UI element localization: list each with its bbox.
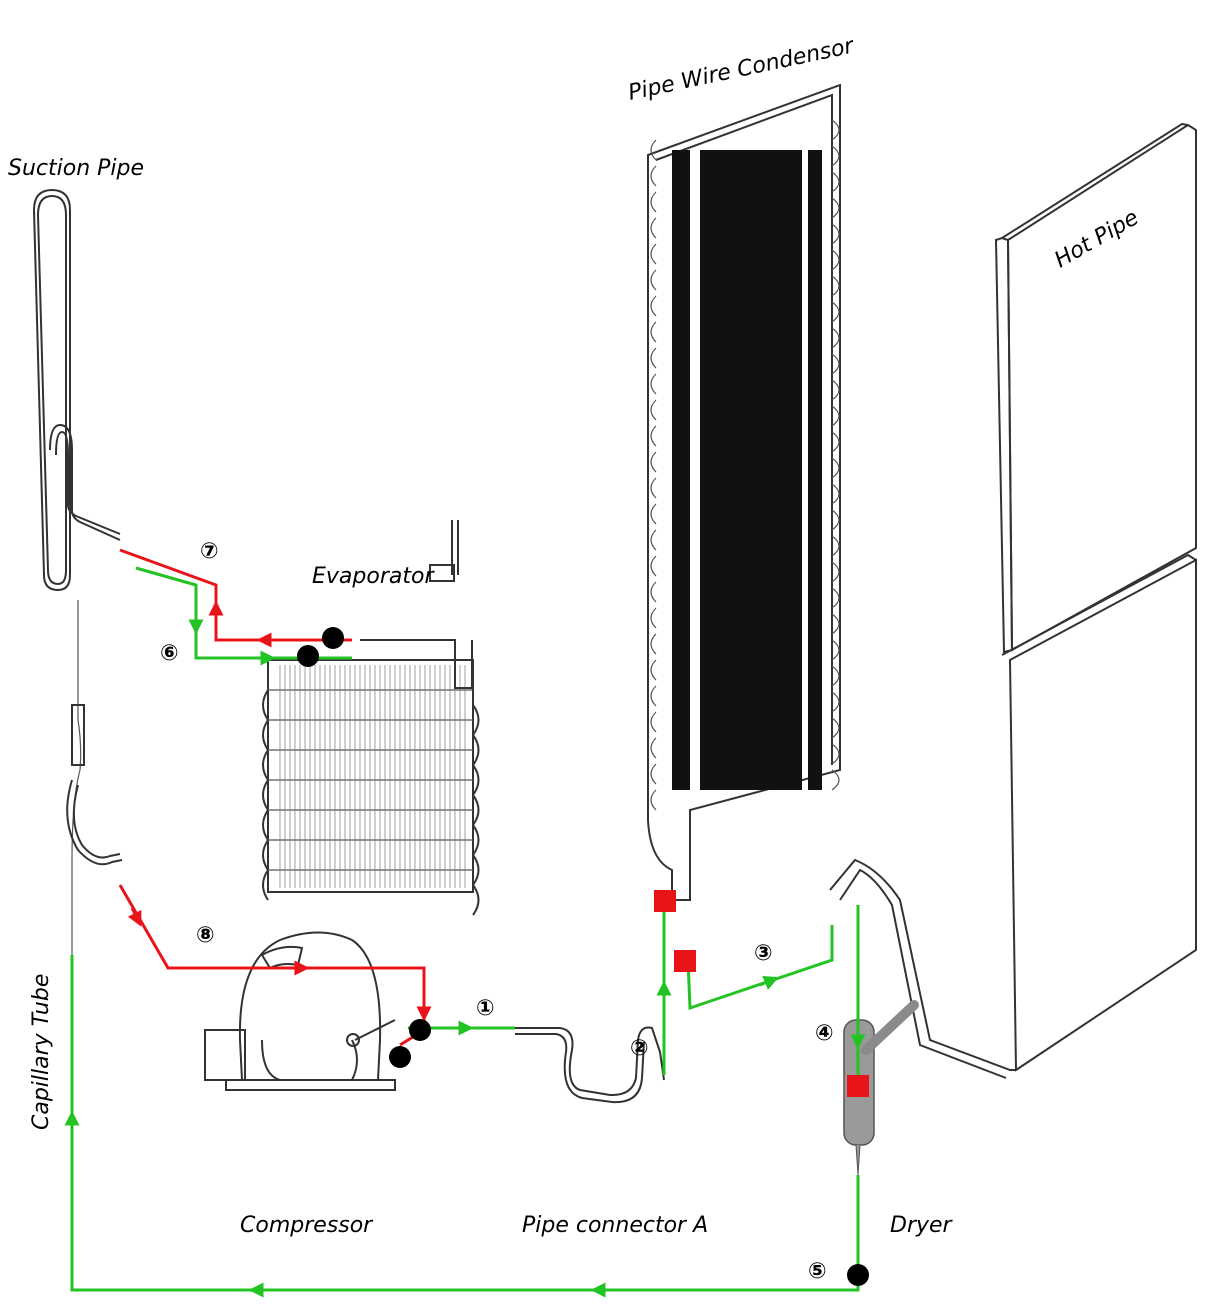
capillary-label: Capillary Tube [29, 974, 54, 1130]
step-4: ④ [815, 1021, 834, 1046]
hot-pipe-label: Hot Pipe [1051, 205, 1144, 273]
step-5: ⑤ [808, 1259, 827, 1284]
step-3: ③ [754, 941, 773, 966]
joint-evap-in [297, 645, 319, 667]
condenser-label: Pipe Wire Condensor [626, 33, 858, 106]
suction-label: Suction Pipe [8, 156, 144, 181]
joint-comp-suction [389, 1046, 411, 1068]
connector-label: Pipe connector A [522, 1213, 708, 1238]
joint-evap-out [322, 627, 344, 649]
pipe-connector-drawing [515, 1026, 665, 1104]
evaporator-drawing [262, 520, 480, 916]
weld-condenser-out [674, 950, 696, 972]
joint-comp-discharge [409, 1019, 431, 1041]
suction-flow [118, 548, 432, 1047]
evaporator-label: Evaporator [312, 564, 435, 589]
weld-dryer-in [847, 1075, 869, 1097]
refrigerator-body-drawing [829, 122, 1197, 1079]
joints [297, 627, 869, 1286]
step-6: ⑥ [160, 641, 179, 666]
compressor-label: Compressor [240, 1213, 374, 1238]
compressor-drawing [204, 931, 396, 1091]
step-1: ① [476, 996, 495, 1021]
step-8: ⑧ [196, 923, 215, 948]
step-2: ② [630, 1036, 649, 1061]
weld-condenser-in [654, 890, 676, 912]
condenser-drawing [647, 83, 841, 901]
step-7: ⑦ [200, 539, 219, 564]
joint-dryer-out [847, 1264, 869, 1286]
suction-pipe-drawing [32, 188, 123, 980]
dryer-label: Dryer [890, 1213, 954, 1238]
